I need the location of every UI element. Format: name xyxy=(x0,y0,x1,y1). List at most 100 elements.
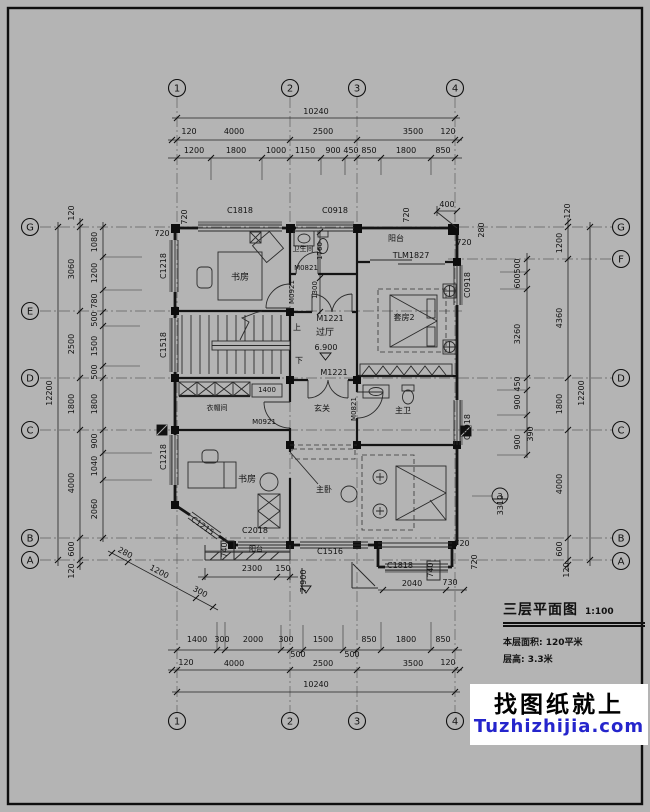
grid-bubble xyxy=(611,420,631,440)
dim-label: 120 xyxy=(67,563,76,578)
grid-label: 3 xyxy=(354,84,360,95)
doors xyxy=(263,251,384,485)
dim-label: 2040 xyxy=(402,579,422,588)
dim-label: 12200 xyxy=(45,380,54,405)
grid-label: 1 xyxy=(174,84,180,95)
dim-label: 120 xyxy=(181,127,196,136)
dim-label: 500 xyxy=(290,650,305,659)
window-label: C1218 xyxy=(159,253,168,279)
grid-label: B xyxy=(618,534,625,545)
dim-label: 1400 xyxy=(258,386,276,394)
grid-bubble xyxy=(20,368,40,388)
dim-label: 500 xyxy=(344,650,359,659)
dim-label: 1760 xyxy=(316,242,324,260)
dim-label: 1800 xyxy=(555,394,564,414)
dim-label: 2060 xyxy=(90,499,99,519)
dim-label: 900 xyxy=(513,394,522,409)
dim-label: 120 xyxy=(562,562,571,577)
room-label: 阳台 xyxy=(388,233,404,243)
window-label: C1218 xyxy=(159,444,168,470)
dim-label: 280 xyxy=(116,545,134,560)
dimension-lines xyxy=(57,117,591,693)
grid-bubble xyxy=(280,78,300,98)
grid-bubble xyxy=(347,711,367,731)
window-label: C0918 xyxy=(322,206,348,215)
columns xyxy=(171,224,461,549)
grid-bubble xyxy=(20,217,40,237)
watermark: 找图纸就上 Tuzhizhijia.com xyxy=(470,684,648,745)
dim-label: 1500 xyxy=(90,336,99,356)
page-border xyxy=(6,6,644,806)
dim-label: 900 xyxy=(90,433,99,448)
dim-label: 1800 xyxy=(396,146,416,155)
dim-label: 1500 xyxy=(313,635,333,644)
room-label: 书房 xyxy=(231,271,249,283)
dim-label: 720 xyxy=(180,209,189,224)
dim-label: 150 xyxy=(275,564,290,573)
window-label: C1516 xyxy=(317,547,343,556)
dim-label: 850 xyxy=(435,635,450,644)
window-label: C1215 xyxy=(189,515,215,537)
floor-height-note: 层高: 3.3米 xyxy=(503,655,553,665)
dim-label: 720 xyxy=(456,238,471,247)
dim-label: 600 xyxy=(513,273,522,288)
grid-label: A xyxy=(618,557,625,568)
dim-label: 3500 xyxy=(403,127,423,136)
grid-bubble xyxy=(445,78,465,98)
room-label: 卫生间 xyxy=(293,244,314,253)
room-label: 书房 xyxy=(238,473,256,485)
dim-label: 2500 xyxy=(67,334,76,354)
dim-label: 1040 xyxy=(90,456,99,476)
grid-bubble xyxy=(20,550,40,570)
dim-label: 720 xyxy=(154,229,169,238)
dim-label: 600 xyxy=(67,541,76,556)
grid-label: G xyxy=(617,223,625,234)
watermark-site-url: Tuzhizhijia.com xyxy=(473,715,645,737)
door-label: M0921 xyxy=(252,418,276,426)
grid-bubble xyxy=(167,711,187,731)
window-label: C0918 xyxy=(463,272,472,298)
dim-label: 850 xyxy=(361,146,376,155)
dim-label: 120 xyxy=(563,203,572,218)
dim-label: 4000 xyxy=(224,659,244,668)
dim-label: 600 xyxy=(555,541,564,556)
dim-label: 780 xyxy=(90,293,99,308)
dashed-outlines xyxy=(290,288,447,531)
dim-label: 740 xyxy=(220,542,229,557)
drawing-title-row: 三层平面图 1:100 xyxy=(503,599,645,627)
level-label: 7.900 xyxy=(299,570,308,593)
dim-label: 10240 xyxy=(303,680,328,689)
floor-area-note: 本层面积: 120平米 xyxy=(503,638,583,648)
room-label: 主卫 xyxy=(395,405,411,415)
dim-label: 4000 xyxy=(555,474,564,494)
room-label: 衣帽间 xyxy=(207,403,228,412)
room-label: 主卧 xyxy=(316,484,332,494)
dim-label: 850 xyxy=(361,635,376,644)
detail-mark-label: 3 xyxy=(497,492,502,501)
dim-label: 900 xyxy=(513,434,522,449)
dim-label: 720 xyxy=(454,539,469,548)
dim-label: 120 xyxy=(67,205,76,220)
grid-bubble xyxy=(611,528,631,548)
window-label: C1818 xyxy=(387,561,413,570)
dim-label: 1800 xyxy=(67,394,76,414)
window-label: C0918 xyxy=(463,414,472,440)
dim-label: 12200 xyxy=(577,380,586,405)
balcony-details xyxy=(204,211,458,589)
grid-label: 1 xyxy=(174,717,180,728)
grid-bubble xyxy=(347,78,367,98)
staircase xyxy=(181,310,291,374)
dim-label: 3500 xyxy=(403,659,423,668)
dim-label: 1400 xyxy=(187,635,207,644)
grid-label: C xyxy=(27,426,34,437)
window-label: C1518 xyxy=(159,332,168,358)
dim-label: 1080 xyxy=(90,232,99,252)
dim-label: 720 xyxy=(470,554,479,569)
dim-label: 500 xyxy=(513,258,522,273)
dim-label: 390 xyxy=(526,426,535,441)
dim-label: 1200 xyxy=(90,263,99,283)
dim-label: 300 xyxy=(214,635,229,644)
